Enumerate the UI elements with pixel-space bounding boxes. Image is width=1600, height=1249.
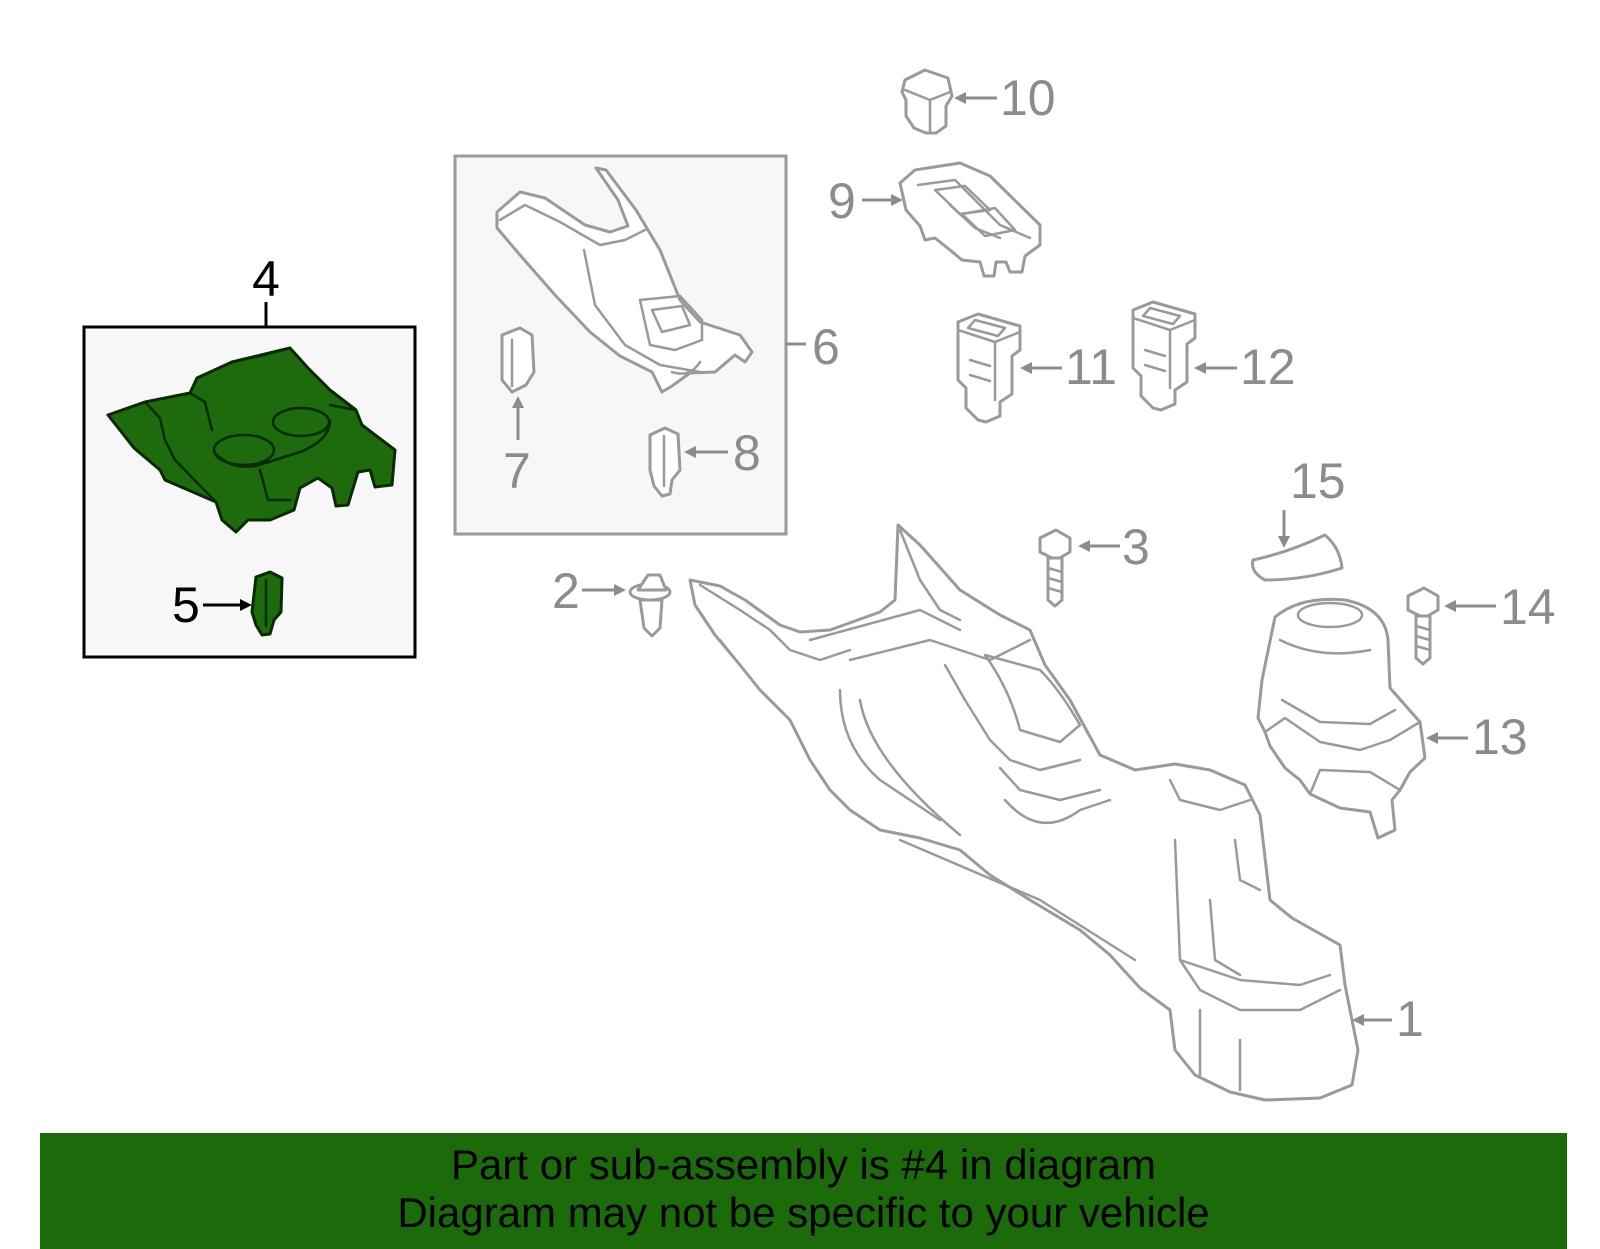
callout-13[interactable]: 13 [1472,709,1528,765]
callout-14[interactable]: 14 [1500,579,1556,635]
callout-15[interactable]: 15 [1290,453,1346,509]
callout-12[interactable]: 12 [1240,339,1296,395]
part-15-pad[interactable] [1251,533,1344,582]
callout-4[interactable]: 4 [252,251,280,307]
part-4-group[interactable] [82,302,417,659]
part-11-switch[interactable] [956,312,1022,424]
callout-5[interactable]: 5 [172,577,200,633]
part-6-group[interactable] [453,154,806,536]
shift-bezel-shape [495,166,754,394]
part-9-switch-panel[interactable] [898,161,1042,278]
info-banner: Part or sub-assembly is #4 in diagram Di… [40,1133,1567,1249]
banner-line-1: Part or sub-assembly is #4 in diagram [451,1141,1156,1188]
callout-9[interactable]: 9 [828,173,856,229]
callout-1[interactable]: 1 [1396,991,1424,1047]
callout-8[interactable]: 8 [733,425,761,481]
callout-6[interactable]: 6 [812,319,840,375]
part-2-push-clip[interactable] [628,573,672,638]
part-1-center-console[interactable] [688,523,1360,1102]
callout-10[interactable]: 10 [1000,70,1056,126]
banner-line-2: Diagram may not be specific to your vehi… [397,1189,1210,1236]
callout-7[interactable]: 7 [503,443,531,499]
part-14-bolt[interactable] [1406,586,1440,666]
callout-3[interactable]: 3 [1122,519,1150,575]
part-3-bolt[interactable] [1038,528,1072,608]
callout-11[interactable]: 11 [1065,339,1117,395]
callout-2[interactable]: 2 [552,563,580,619]
part-13-rear-cup-holder[interactable] [1256,597,1427,840]
parts-diagram: 4 5 6 7 8 10 9 [82,68,1556,1102]
part-7-clip-shape [500,326,536,394]
part-10-switch[interactable] [900,68,954,135]
part-12-switch[interactable] [1131,300,1197,412]
